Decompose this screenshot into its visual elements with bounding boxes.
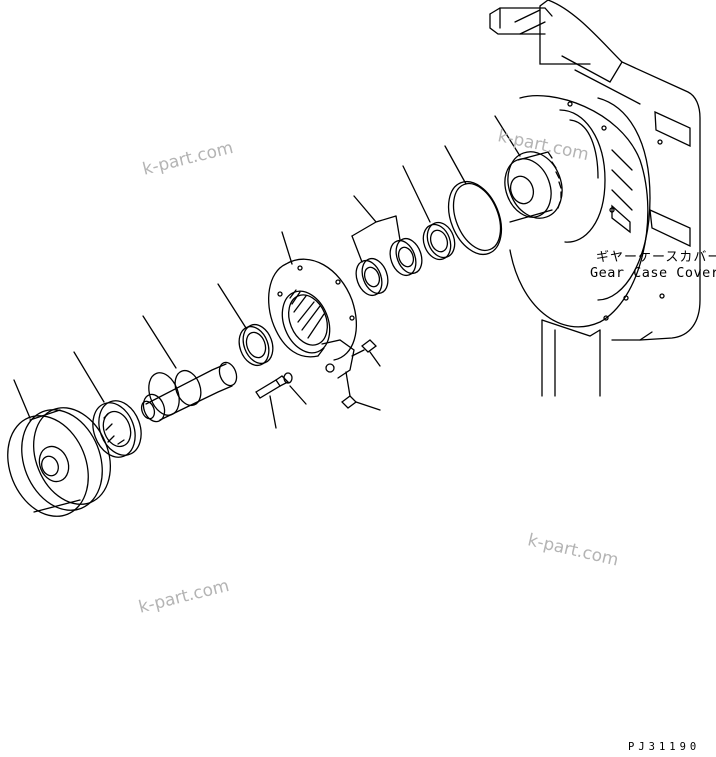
spacer-ring bbox=[217, 283, 274, 367]
grease-fitting bbox=[351, 339, 381, 367]
bolt bbox=[255, 375, 290, 429]
bearing-housing bbox=[268, 231, 357, 379]
gear bbox=[494, 115, 563, 223]
ball-bearing bbox=[73, 351, 142, 458]
washer bbox=[283, 372, 307, 405]
oil-seal bbox=[402, 165, 456, 261]
snap-ring bbox=[444, 145, 503, 256]
shaft bbox=[140, 315, 238, 423]
gear-case-cover-housing bbox=[489, 0, 701, 397]
gear-case-cover-label-en: Gear Case Cover bbox=[590, 265, 716, 281]
drawing-code: PJ31190 bbox=[628, 741, 701, 753]
gear-case-cover-label-jp: ギヤーケースカバー bbox=[596, 250, 716, 265]
pulley bbox=[7, 379, 111, 517]
bearing-pair bbox=[351, 195, 423, 297]
plug bbox=[341, 371, 381, 411]
